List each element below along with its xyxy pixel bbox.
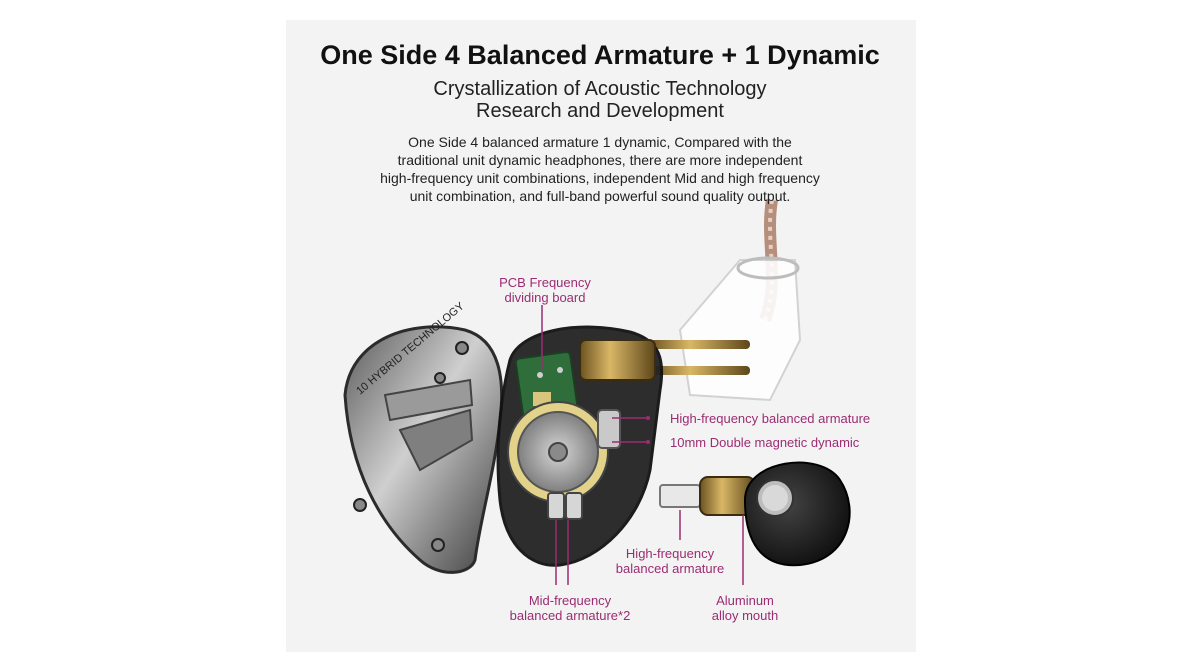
connector-pin bbox=[650, 340, 750, 349]
aluminum-mouth-label-line: alloy mouth bbox=[711, 608, 779, 623]
ear-tip bbox=[743, 461, 851, 567]
hf-ba-bottom-label-line: High-frequency bbox=[625, 546, 715, 561]
mid-balanced-armatures bbox=[547, 492, 583, 520]
description-line: One Side 4 balanced armature 1 dynamic, … bbox=[408, 134, 792, 150]
description-line: unit combination, and full-band powerful… bbox=[409, 188, 791, 204]
subtitle-line: Research and Development bbox=[476, 100, 724, 122]
mid-ba-label: Mid-frequency balanced armature*2 bbox=[495, 593, 645, 623]
description: One Side 4 balanced armature 1 dynamic, … bbox=[0, 133, 1200, 205]
aluminum-mouth-label-line: Aluminum bbox=[716, 593, 774, 608]
subtitle: Crystallization of Acoustic Technology R… bbox=[0, 78, 1200, 122]
main-title: One Side 4 Balanced Armature + 1 Dynamic bbox=[320, 40, 880, 70]
dynamic-driver-label: 10mm Double magnetic dynamic bbox=[670, 435, 860, 450]
description-line: high-frequency unit combinations, indepe… bbox=[380, 170, 820, 186]
socket bbox=[579, 339, 656, 381]
cable-connector bbox=[678, 259, 802, 402]
nozzle-ba bbox=[659, 484, 701, 508]
aluminum-mouth-label: Aluminum alloy mouth bbox=[690, 593, 800, 623]
subtitle-line: Crystallization of Acoustic Technology bbox=[433, 78, 767, 100]
callout-lines bbox=[541, 305, 744, 585]
connector-pin bbox=[650, 366, 750, 375]
mid-ba-label-line: Mid-frequency bbox=[528, 593, 612, 608]
hf-balanced-armature bbox=[597, 409, 621, 449]
mid-ba-label-line: balanced armature*2 bbox=[509, 608, 631, 623]
pcb-label-line: PCB Frequency bbox=[499, 275, 591, 290]
hf-ba-bottom-label-line: balanced armature bbox=[615, 561, 725, 576]
pcb-label-line: dividing board bbox=[504, 290, 586, 305]
pcb-label: PCB Frequency dividing board bbox=[480, 275, 610, 305]
hf-ba-bottom-label: High-frequency balanced armature bbox=[605, 546, 735, 576]
description-line: traditional unit dynamic headphones, the… bbox=[397, 152, 803, 168]
hf-ba-right-label: High-frequency balanced armature bbox=[670, 411, 871, 426]
